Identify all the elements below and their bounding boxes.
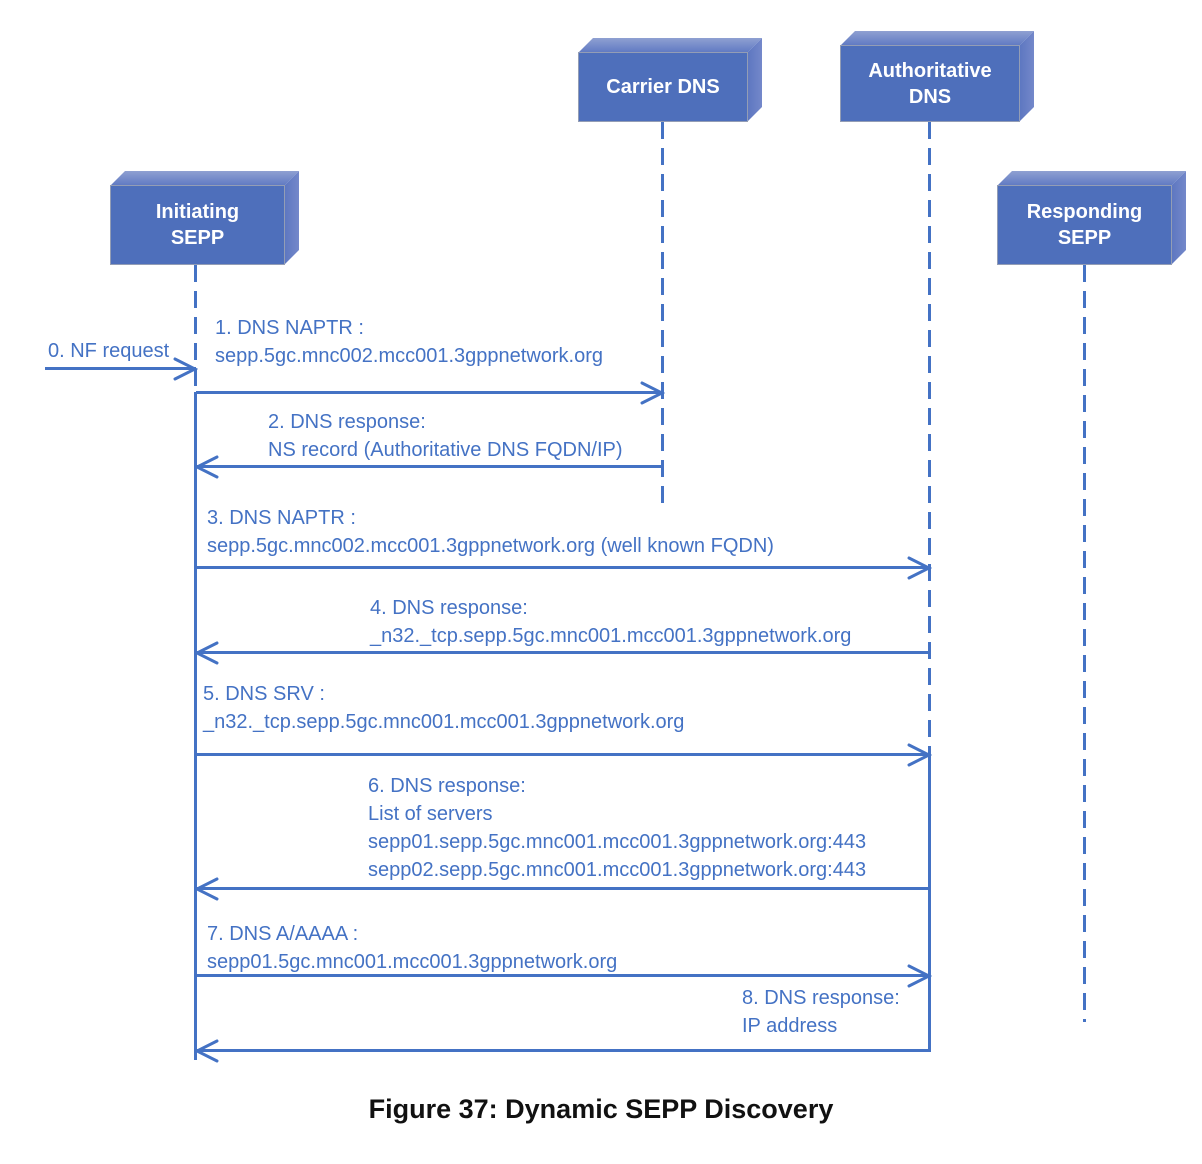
actor-box-authoritative-dns: Authoritative DNS <box>840 31 1034 122</box>
arrowhead-right-icon <box>907 964 932 987</box>
actor-label-line: Authoritative <box>868 59 992 82</box>
message-line: sepp01.sepp.5gc.mnc001.mcc001.3gppnetwor… <box>368 831 867 853</box>
message-7-arrow <box>196 964 932 987</box>
message-line: _n32._tcp.sepp.5gc.mnc001.mcc001.3gppnet… <box>370 625 852 647</box>
message-5-arrow <box>196 743 932 766</box>
box-side-face <box>1019 31 1034 122</box>
message-line: _n32._tcp.sepp.5gc.mnc001.mcc001.3gppnet… <box>203 711 685 733</box>
actor-label-line: SEPP <box>170 227 225 249</box>
box-side-face <box>1171 171 1186 265</box>
actor-box-carrier-dns: Carrier DNS <box>578 38 762 122</box>
box-side-face <box>284 171 299 265</box>
message-line: 8. DNS response: <box>742 987 900 1009</box>
message-0-arrow <box>45 357 198 380</box>
message-6-arrow <box>194 877 930 900</box>
actor-label-responding-sepp: Responding SEPP <box>997 185 1172 265</box>
arrowhead-left-icon <box>194 641 219 664</box>
message-7-label: 7. DNS A/AAAA : sepp01.5gc.mnc001.mcc001… <box>207 920 617 976</box>
message-line: 5. DNS SRV : <box>203 683 325 705</box>
box-top-face <box>110 171 299 186</box>
message-line: 4. DNS response: <box>370 597 528 619</box>
message-line: 3. DNS NAPTR : <box>207 507 356 529</box>
lifeline-authoritative-dns <box>928 122 931 758</box>
lifeline-responding-sepp <box>1083 265 1086 1022</box>
actor-label-authoritative-dns: Authoritative DNS <box>840 45 1020 122</box>
arrowhead-right-icon <box>640 381 665 404</box>
arrowhead-right-icon <box>907 556 932 579</box>
actor-box-initiating-sepp: Initiating SEPP <box>110 171 299 265</box>
message-4-label: 4. DNS response: _n32._tcp.sepp.5gc.mnc0… <box>370 594 851 650</box>
arrowhead-right-icon <box>173 357 198 380</box>
message-line: List of servers <box>368 803 493 825</box>
arrowhead-left-icon <box>194 877 219 900</box>
message-5-label: 5. DNS SRV : _n32._tcp.sepp.5gc.mnc001.m… <box>203 680 684 736</box>
lifeline-authoritative-dns <box>928 758 931 1052</box>
message-2-arrow <box>194 455 663 478</box>
message-8-arrow <box>194 1039 930 1062</box>
message-line: sepp.5gc.mnc002.mcc001.3gppnetwork.org (… <box>207 535 774 557</box>
actor-label-carrier-dns: Carrier DNS <box>578 52 748 122</box>
message-line: NS record (Authoritative DNS FQDN/IP) <box>268 439 623 461</box>
message-0-label: 0. NF request <box>48 337 169 365</box>
message-line: 0. NF request <box>48 340 170 362</box>
arrowhead-right-icon <box>907 743 932 766</box>
actor-label-line: DNS <box>908 85 952 108</box>
message-1-label: 1. DNS NAPTR : sepp.5gc.mnc002.mcc001.3g… <box>215 314 603 370</box>
message-8-label: 8. DNS response: IP address <box>742 984 900 1040</box>
lifeline-initiating-sepp <box>194 392 197 1060</box>
actor-label-line: Initiating <box>155 201 240 223</box>
message-line: IP address <box>742 1015 838 1037</box>
message-4-arrow <box>194 641 930 664</box>
lifeline-carrier-dns <box>661 122 664 505</box>
actor-label-line: Responding <box>1026 201 1143 223</box>
message-line: 6. DNS response: <box>368 775 526 797</box>
message-line: 1. DNS NAPTR : <box>215 317 364 339</box>
message-1-arrow <box>196 381 665 404</box>
actor-label-line: SEPP <box>1057 227 1112 249</box>
message-line: sepp01.5gc.mnc001.mcc001.3gppnetwork.org <box>207 951 618 973</box>
box-top-face <box>578 38 762 53</box>
message-2-label: 2. DNS response: NS record (Authoritativ… <box>268 408 623 464</box>
figure-caption: Figure 37: Dynamic SEPP Discovery <box>368 1094 834 1124</box>
message-6-label: 6. DNS response: List of servers sepp01.… <box>368 772 866 884</box>
message-line: 2. DNS response: <box>268 411 426 433</box>
message-line: sepp.5gc.mnc002.mcc001.3gppnetwork.org <box>215 345 604 367</box>
actor-box-responding-sepp: Responding SEPP <box>997 171 1186 265</box>
message-line: 7. DNS A/AAAA : <box>207 923 359 945</box>
box-top-face <box>997 171 1186 186</box>
arrowhead-left-icon <box>194 455 219 478</box>
actor-label-line: Carrier DNS <box>606 76 720 98</box>
message-3-arrow <box>196 556 932 579</box>
actor-label-initiating-sepp: Initiating SEPP <box>110 185 285 265</box>
message-3-label: 3. DNS NAPTR : sepp.5gc.mnc002.mcc001.3g… <box>207 504 774 560</box>
arrowhead-left-icon <box>194 1039 219 1062</box>
lifeline-initiating-sepp <box>194 265 197 392</box>
box-side-face <box>747 38 762 122</box>
box-top-face <box>840 31 1034 46</box>
message-line: sepp02.sepp.5gc.mnc001.mcc001.3gppnetwor… <box>368 859 867 881</box>
